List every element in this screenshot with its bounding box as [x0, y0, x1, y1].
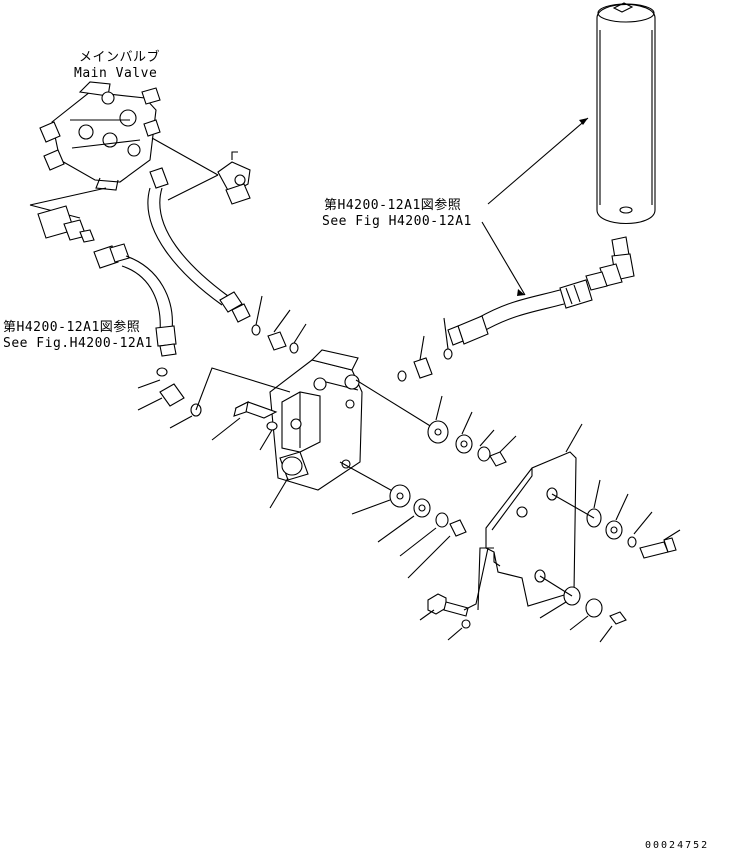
hose-right [447, 279, 593, 346]
leader-line [499, 435, 517, 453]
hose-left [93, 243, 177, 357]
washer [477, 446, 491, 462]
leader-line [377, 515, 415, 543]
fitting [413, 357, 433, 379]
washer [427, 420, 449, 444]
washer [455, 434, 473, 454]
leader-line [539, 601, 567, 619]
arrow-head-icon [579, 118, 588, 125]
leader-line [565, 423, 583, 453]
elbow-small [159, 383, 185, 407]
leader-line [569, 615, 589, 631]
washer [413, 498, 431, 518]
o-ring [251, 324, 261, 336]
leader-line [479, 429, 495, 447]
spacer [449, 519, 467, 537]
leader-line [269, 477, 289, 509]
valve-block [269, 349, 363, 491]
leader-line [339, 461, 399, 495]
main-valve [39, 81, 161, 191]
leader-line [137, 397, 163, 411]
accumulator-cylinder [596, 2, 656, 225]
leader-line [255, 295, 263, 326]
fitting [267, 331, 287, 351]
leader-line [351, 499, 391, 515]
o-ring [397, 370, 407, 382]
leader-line [137, 379, 161, 389]
leader-line [407, 535, 451, 579]
elbow-fitting-valve [217, 151, 251, 205]
spacer [489, 451, 507, 467]
leader-line [355, 379, 441, 433]
leader-line [167, 174, 219, 201]
hose-middle [147, 167, 251, 323]
leader-line [259, 429, 273, 451]
leader-line [663, 529, 681, 541]
leader-line [593, 479, 601, 509]
main-valve-label-jp: メインバルブ [79, 50, 161, 65]
leader-line [463, 547, 489, 611]
washer [435, 512, 449, 528]
bolt-upper [233, 401, 278, 431]
leader-line [293, 323, 307, 344]
leader-line [419, 335, 425, 361]
main-valve-label-en: Main Valve [74, 66, 158, 81]
leader-line [273, 309, 291, 333]
ref-label-right-jp: 第H4200-12A1図参照 [324, 198, 462, 213]
arrow-head-icon [517, 289, 525, 296]
leader-line [151, 137, 219, 176]
leader-line [435, 395, 443, 421]
leader-to-cylinder [487, 117, 589, 205]
mounting-bracket [485, 451, 577, 607]
washer [627, 536, 637, 548]
leader-line [599, 625, 613, 643]
leader-line [539, 575, 573, 597]
leader-line [461, 411, 473, 435]
leader-line [29, 187, 107, 206]
leader-line [443, 317, 449, 350]
elbow-fitting-right [585, 236, 635, 291]
pressure-connector-left [37, 205, 95, 243]
leader-line [633, 511, 653, 535]
o-ring [443, 348, 453, 360]
drawing-number: 00024752 [645, 840, 710, 850]
bolt-right [639, 541, 669, 559]
o-ring [289, 342, 299, 354]
leader-line [169, 415, 193, 429]
bolt-lower [427, 593, 471, 629]
nut [609, 611, 627, 625]
leader-line [211, 417, 241, 441]
ref-label-right-en: See Fig H4200-12A1 [322, 214, 472, 229]
leader-line [551, 493, 595, 519]
ref-label-left-en: See Fig.H4200-12A1 [3, 336, 153, 351]
washer [605, 520, 623, 540]
leader-line [615, 493, 629, 521]
leader-line [419, 609, 435, 621]
washer [585, 598, 603, 618]
leader-line [447, 627, 463, 641]
leader-to-hose [481, 221, 526, 296]
ref-label-left-jp: 第H4200-12A1図参照 [3, 320, 141, 335]
o-ring [156, 367, 168, 377]
washer [389, 484, 411, 508]
leader-line [399, 527, 437, 557]
leader-line [195, 367, 291, 411]
leader-line [477, 547, 494, 611]
